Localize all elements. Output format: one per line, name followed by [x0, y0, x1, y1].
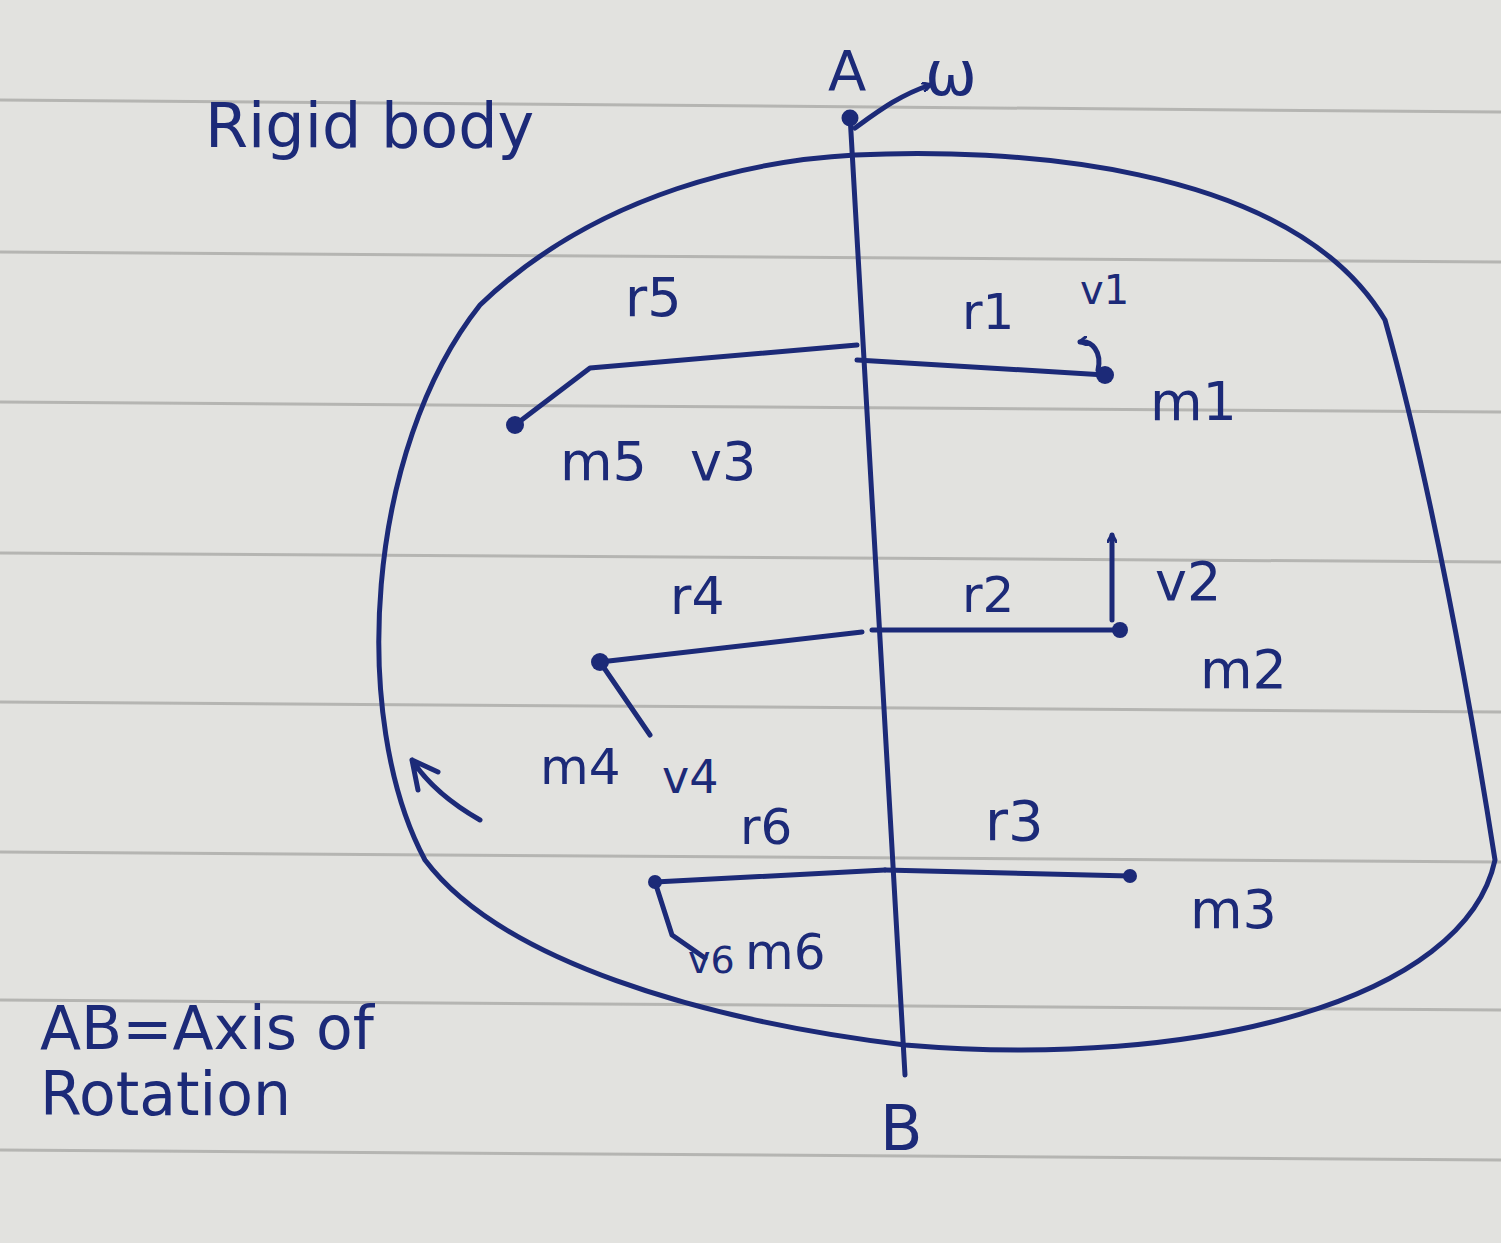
radius-line	[885, 870, 1130, 876]
axis-end-label: A	[828, 40, 866, 102]
radius-line	[515, 345, 857, 425]
velocity-label: v6	[688, 940, 735, 982]
angular-velocity-label: ω	[925, 40, 977, 108]
mass-label: m4	[540, 740, 621, 795]
axis-line	[850, 115, 905, 1075]
ruled-lines	[0, 100, 1501, 1160]
radius-label: r1	[962, 285, 1014, 340]
particle-dots	[506, 366, 1137, 889]
mass-label: m5	[560, 432, 647, 491]
velocity-arrow	[1080, 342, 1099, 370]
velocity-label: v4	[662, 752, 719, 803]
radius-line	[857, 360, 1105, 375]
mass-label: m1	[1150, 372, 1237, 431]
axis-note: AB=Axis of Rotation	[40, 995, 640, 1127]
radius-label: r5	[625, 268, 682, 327]
velocity-arrow	[1110, 535, 1115, 620]
velocity-label: v2	[1155, 552, 1221, 611]
velocity-label: v1	[1080, 268, 1129, 312]
radius-label: r4	[670, 568, 724, 625]
body-outline	[379, 154, 1495, 1050]
velocity-arrow	[600, 662, 650, 735]
mass-label: m2	[1200, 640, 1287, 699]
radius-label: r2	[962, 568, 1014, 623]
radius-line	[655, 870, 885, 882]
mass-label: m3	[1190, 880, 1277, 939]
radius-label: r3	[985, 790, 1044, 852]
body-outline-arrow	[412, 760, 480, 820]
radius-line	[600, 632, 862, 662]
radius-line	[872, 628, 1120, 633]
velocity-label: v3	[690, 432, 756, 491]
radius-label: r6	[740, 800, 792, 855]
axis-end-label: B	[880, 1095, 923, 1163]
title-label: Rigid body	[205, 92, 534, 160]
mass-label: m6	[745, 925, 826, 980]
